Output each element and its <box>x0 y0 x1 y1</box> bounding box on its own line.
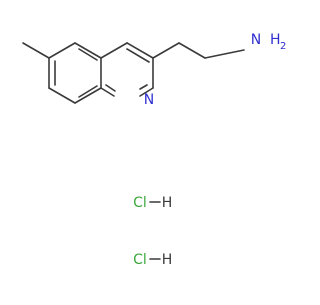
bond-methyl <box>22 42 50 59</box>
bond-a6-a1 <box>48 42 76 59</box>
amine-hydrogen-label: H <box>270 32 281 48</box>
bond-s2-nh2 <box>204 49 245 59</box>
amine-nitrogen-label: N <box>251 32 261 48</box>
bond-a4-a5 <box>48 87 76 104</box>
bond-lines <box>22 42 245 260</box>
ring-nitrogen-label: N <box>144 92 154 108</box>
salt-1-hydrogen-label: H <box>162 195 173 211</box>
amine-subscript-label: 2 <box>280 41 286 52</box>
bond-a2-b1 <box>100 42 128 59</box>
salt-2-hydrogen-label: H <box>162 252 173 268</box>
bond-n-a3-double <box>105 84 116 92</box>
molecule-drawing: N H 2 N Cl H Cl H <box>22 32 286 268</box>
bond-b1-b2-double <box>126 48 150 63</box>
salt-1-chlorine-label: Cl <box>133 195 147 211</box>
bond-b2-s1 <box>152 42 180 59</box>
bond-a1-a2 <box>74 42 102 59</box>
bond-b1-b2 <box>126 42 154 59</box>
salt-2-chlorine-label: Cl <box>133 252 147 268</box>
bond-n-a3 <box>100 87 115 97</box>
bond-s1-s2 <box>178 42 206 59</box>
bond-a3-a4-double <box>78 85 98 98</box>
bond-a1-a2-double <box>78 48 98 61</box>
bond-a3-a4 <box>74 87 102 104</box>
bond-b3-n <box>139 87 154 97</box>
bond-b3-n-double <box>139 84 148 90</box>
chemical-structure-canvas: N H 2 N Cl H Cl H <box>22 32 286 268</box>
